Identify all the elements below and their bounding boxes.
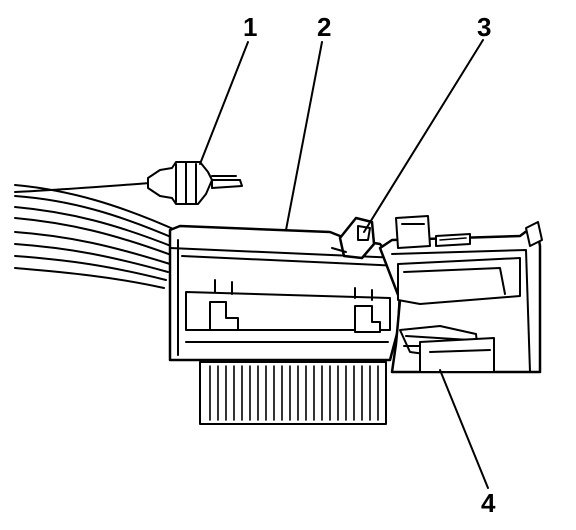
callout-4: 4 <box>481 488 496 518</box>
pin-block <box>199 361 387 425</box>
connector-body <box>168 224 402 362</box>
callout-2: 2 <box>317 12 331 42</box>
leader-line-1 <box>199 41 249 165</box>
leader-line-3 <box>363 39 484 233</box>
connector-lock-housing <box>378 215 543 374</box>
wire-terminal <box>147 161 243 205</box>
callout-3: 3 <box>477 12 491 42</box>
leader-line-2 <box>285 41 323 231</box>
wire-harness <box>14 182 181 289</box>
leader-lines <box>199 39 489 489</box>
callout-1: 1 <box>243 12 257 42</box>
leader-line-4 <box>439 369 489 489</box>
